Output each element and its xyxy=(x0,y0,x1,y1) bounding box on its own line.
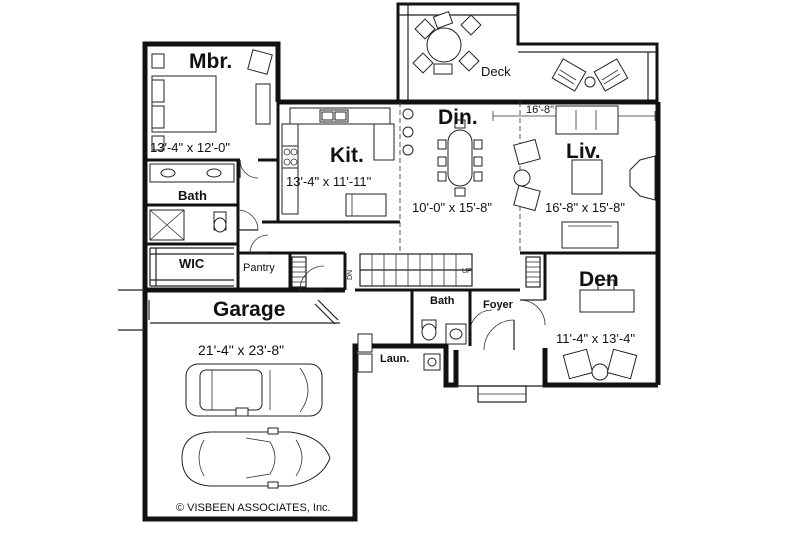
stair-up-label: UP xyxy=(462,268,472,275)
deck-table xyxy=(412,10,482,75)
living-size: 16'-8" x 15'-8" xyxy=(545,200,625,215)
dining-room: Din. 10'-0" x 15'-8" xyxy=(412,106,492,215)
walk-in-closet: WIC xyxy=(149,247,234,287)
coffee-table xyxy=(571,159,603,195)
wic-label: WIC xyxy=(179,256,205,271)
deck-area: Deck xyxy=(396,2,659,102)
foyer: Foyer xyxy=(456,299,545,403)
pantry: Pantry xyxy=(243,262,275,274)
dining-table xyxy=(447,129,473,187)
fireplace xyxy=(629,155,656,201)
house-exterior-walls xyxy=(142,41,661,522)
dining-size: 10'-0" x 15'-8" xyxy=(412,200,492,215)
kitchen-label: Kit. xyxy=(330,144,364,167)
living-label: Liv. xyxy=(566,140,601,163)
master-bath-label: Bath xyxy=(178,188,207,203)
car-suv xyxy=(185,363,323,417)
deck-lounge-chairs xyxy=(551,58,629,92)
sofa xyxy=(555,105,619,135)
laundry: Laun. xyxy=(357,333,441,373)
half-bath: Bath xyxy=(421,295,467,345)
deck-label: Deck xyxy=(481,64,511,79)
master-bath: Bath xyxy=(149,163,235,241)
foyer-label: Foyer xyxy=(483,299,514,311)
master-bedroom: Mbr. 13'-4" x 12'-0" xyxy=(150,49,273,155)
den-label: Den xyxy=(579,268,619,291)
half-bath-label: Bath xyxy=(430,295,455,307)
master-bedroom-label: Mbr. xyxy=(189,50,232,73)
den: Den 11'-4" x 13'-4" xyxy=(556,268,638,381)
master-bedroom-size: 13'-4" x 12'-0" xyxy=(150,140,230,155)
dining-label: Din. xyxy=(438,106,478,129)
desk xyxy=(579,289,635,313)
copyright-notice: © VISBEEN ASSOCIATES, Inc. xyxy=(176,502,331,514)
garage-size: 21'-4" x 23'-8" xyxy=(198,342,284,358)
laundry-label: Laun. xyxy=(380,353,409,365)
pantry-label: Pantry xyxy=(243,262,275,274)
kitchen: Kit. 13'-4" x 11'-11" xyxy=(281,107,414,217)
car-sedan xyxy=(181,427,331,489)
door-swings xyxy=(148,159,546,351)
stair-dn-label: DN xyxy=(347,270,354,280)
garage: Garage 21'-4" x 23'-8" xyxy=(118,289,340,489)
den-size: 11'-4" x 13'-4" xyxy=(556,331,635,346)
living-span-dimension: 16'-8" xyxy=(526,104,554,116)
garage-label: Garage xyxy=(213,298,285,321)
stairs: DN UP xyxy=(291,253,541,288)
kitchen-size: 13'-4" x 11'-11" xyxy=(286,174,372,189)
living-room: 16'-8" Liv. 16'-8" x 15'-8" xyxy=(492,104,656,249)
